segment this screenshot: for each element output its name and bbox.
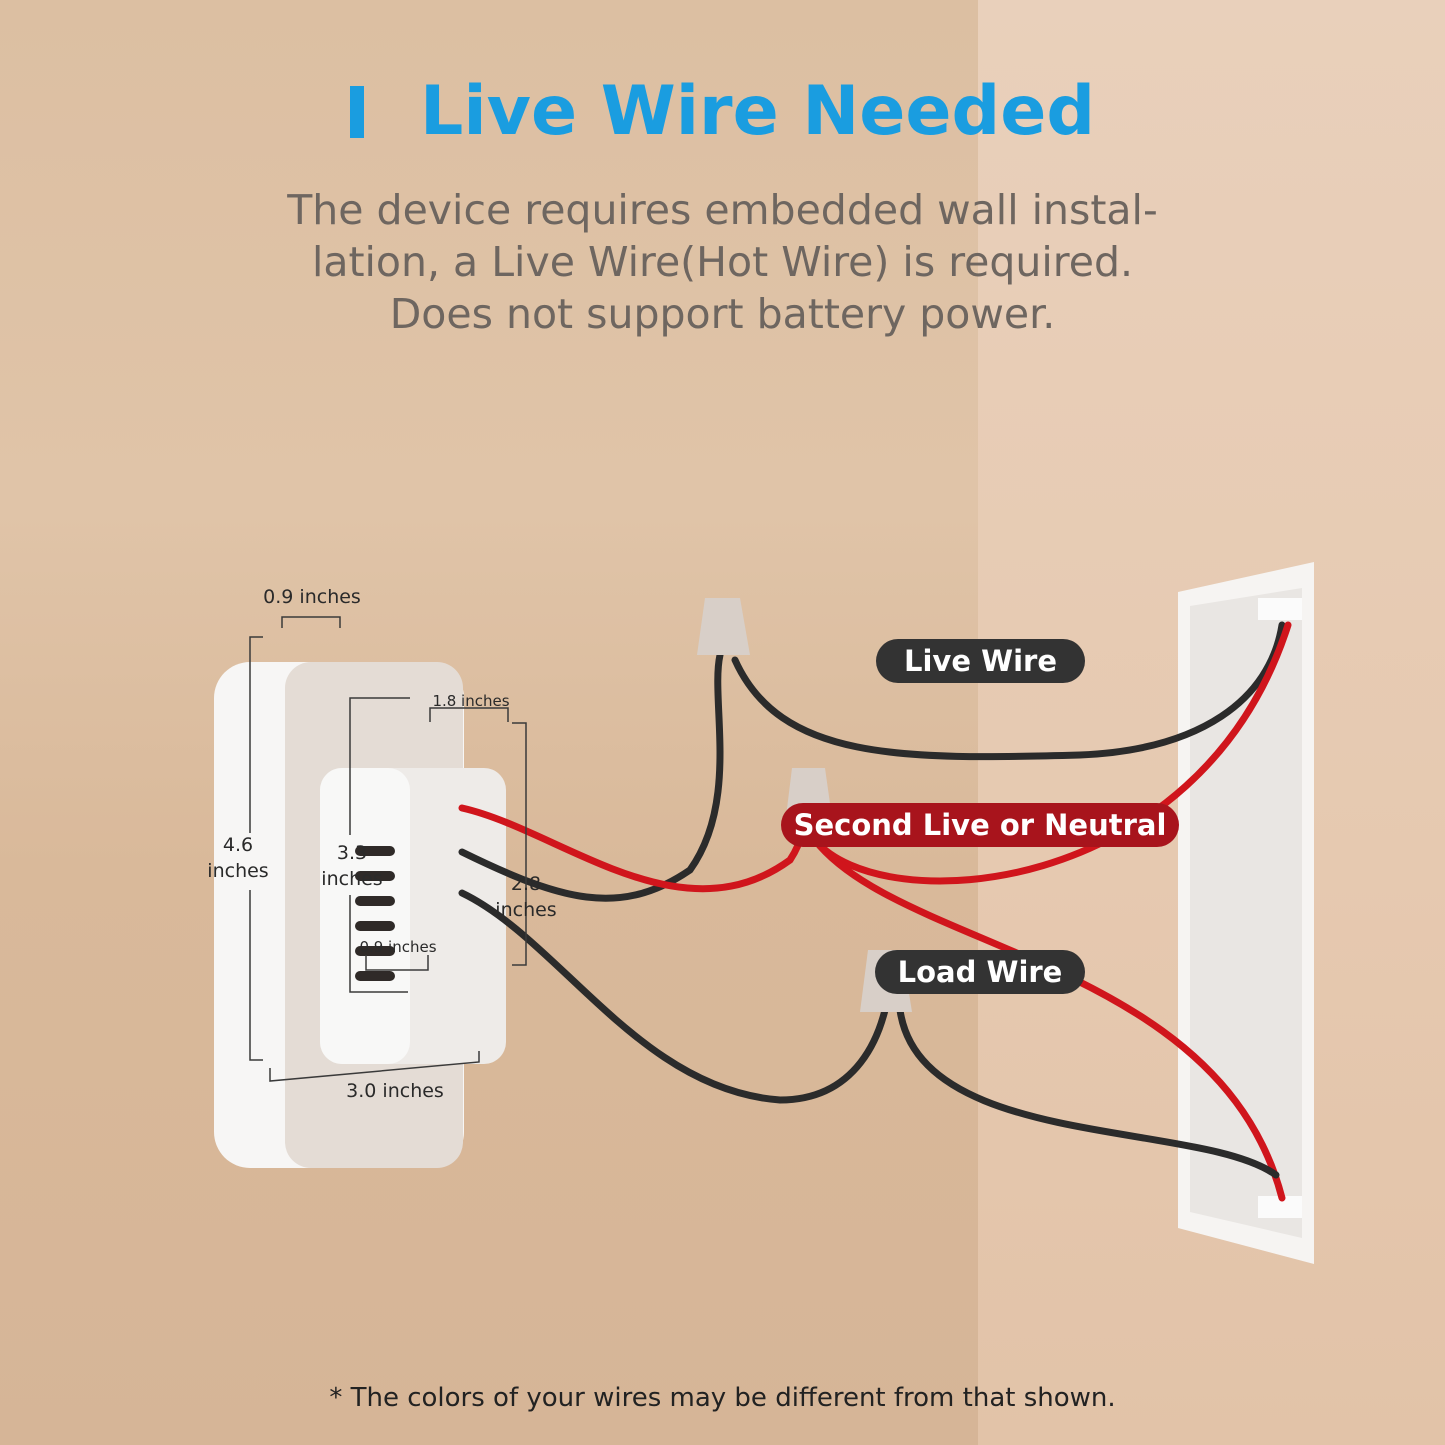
label-load-wire: Load Wire [875, 950, 1085, 994]
dim-vent-width: 0.9 inches [359, 938, 437, 956]
subtitle: The device requires embedded wall instal… [200, 184, 1245, 340]
subtitle-line: Does not support battery power. [389, 290, 1056, 338]
label-second-live-or-neutral: Second Live or Neutral [781, 803, 1179, 847]
wire-red [811, 621, 1292, 885]
dimension-brackets [249, 616, 527, 1082]
wire-black [458, 651, 724, 902]
dim-height-total: 4.6 inches [207, 834, 269, 882]
footnote: * The colors of your wires may be differ… [329, 1383, 1116, 1413]
switch-device [214, 662, 506, 1168]
dim-module-depth: 1.8 inches [432, 692, 510, 710]
title-text: Live Wire Needed [419, 72, 1096, 151]
wires [458, 621, 1292, 1202]
wire-black [731, 621, 1286, 761]
dim-top-depth: 0.9 inches [263, 586, 361, 608]
wire-black [896, 1006, 1280, 1179]
subtitle-line: The device requires embedded wall instal… [287, 186, 1158, 234]
subtitle-line: lation, a Live Wire(Hot Wire) is require… [311, 238, 1134, 286]
dim-module-width: 2.8 inches [495, 873, 557, 921]
page-title: Live Wire Needed [0, 72, 1445, 151]
wire-black [458, 889, 889, 1104]
label-live-wire: Live Wire [876, 639, 1085, 683]
title-bar-accent [349, 86, 364, 138]
wire-nut [697, 598, 750, 655]
dim-module-height: 3.3 inches [321, 842, 383, 890]
dim-plate-width: 3.0 inches [346, 1080, 444, 1102]
